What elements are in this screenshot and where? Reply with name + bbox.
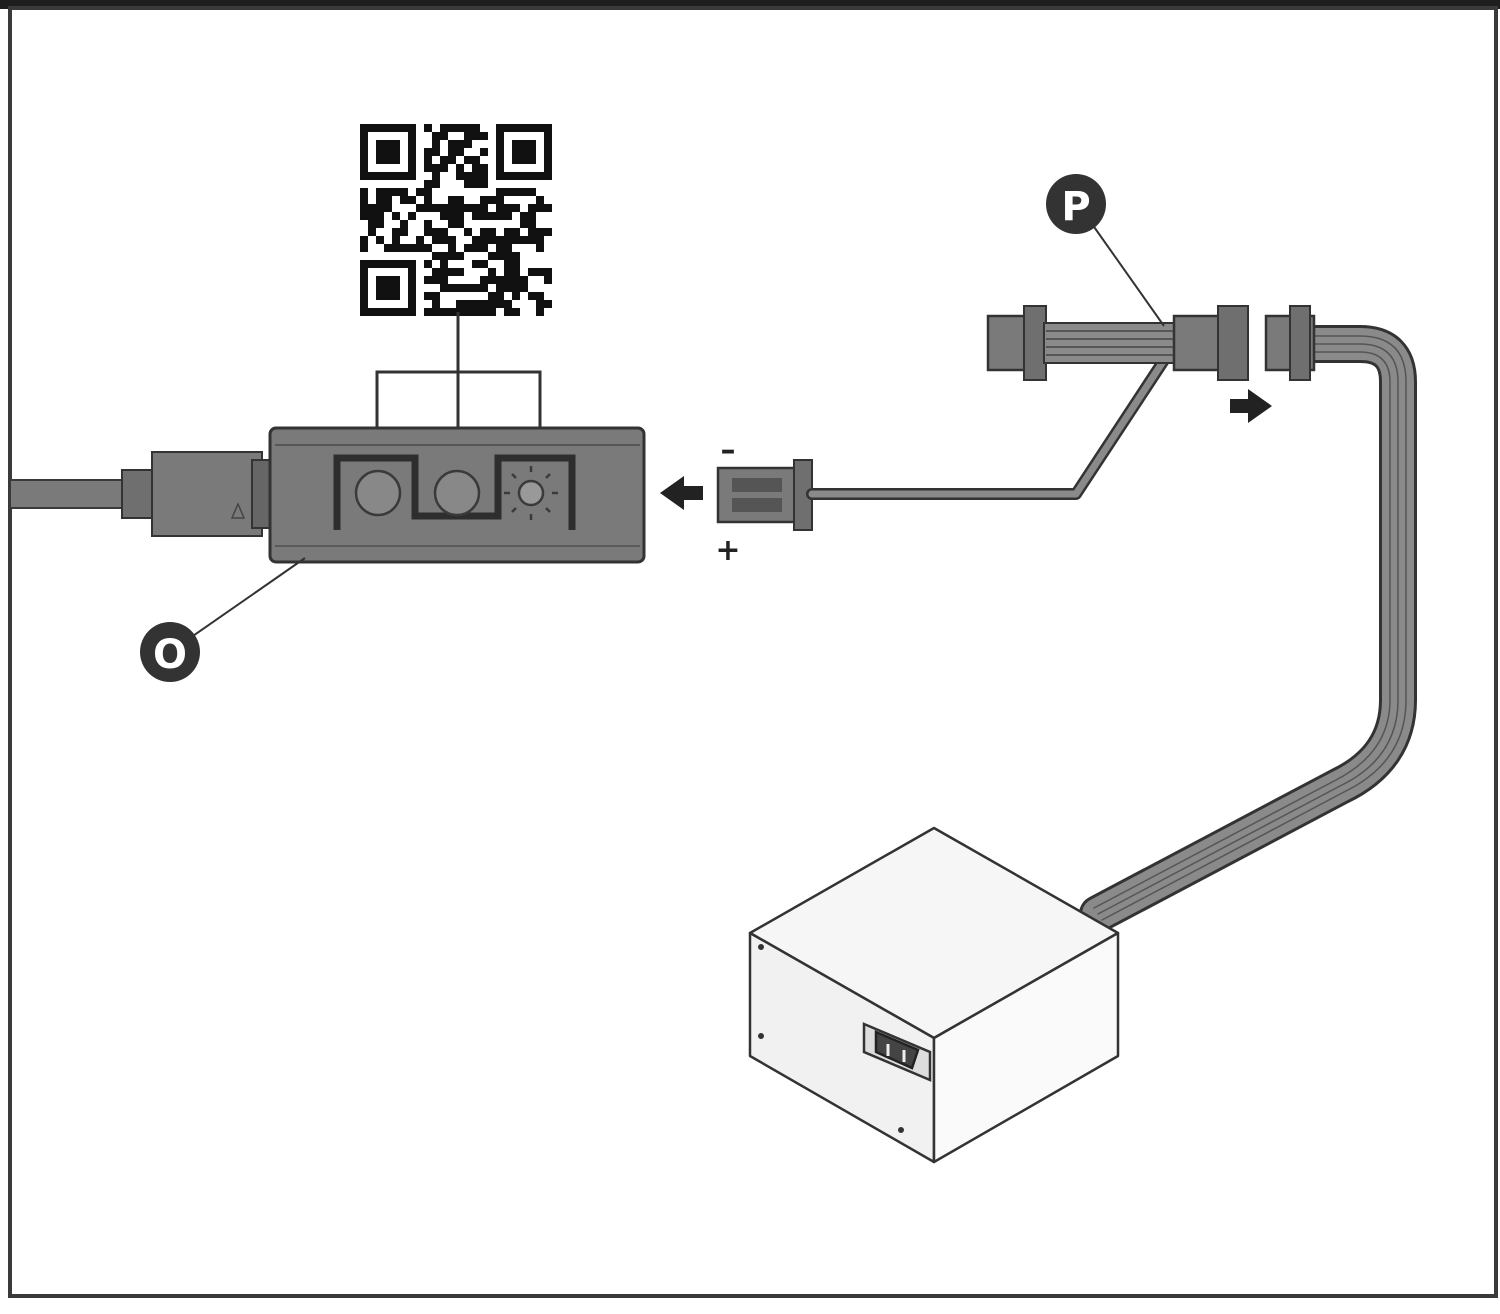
arrow-right-icon [1230, 389, 1272, 423]
mode-button [354, 469, 402, 517]
led-connector: – + [715, 433, 813, 568]
label-plus: + [715, 533, 740, 568]
badge-o [140, 622, 200, 682]
splitter-cable [806, 342, 1178, 500]
power-inlet-icon [862, 1022, 932, 1082]
callout-line-p [1091, 223, 1165, 327]
usb-plug [121, 469, 157, 519]
callout-line-o [189, 557, 306, 639]
psu-cable-connector [1264, 305, 1316, 381]
speed-button [433, 469, 481, 517]
frame-border [8, 6, 1498, 1298]
arrow-left-icon [660, 476, 703, 510]
splitter-connector [986, 305, 1249, 381]
top-bar [0, 0, 1500, 9]
usb-cable [9, 451, 273, 537]
psu-side [932, 931, 1120, 1164]
sun-icon [504, 466, 558, 520]
label-minus: – [721, 433, 736, 468]
label-o: O [153, 632, 187, 678]
psu-cable [1079, 325, 1417, 933]
controller-box [268, 426, 646, 564]
label-p: P [1061, 184, 1090, 230]
badge-p [1046, 174, 1106, 234]
psu-screws [758, 944, 904, 1133]
qr-code-icon [360, 124, 552, 316]
power-supply [748, 826, 1120, 1164]
